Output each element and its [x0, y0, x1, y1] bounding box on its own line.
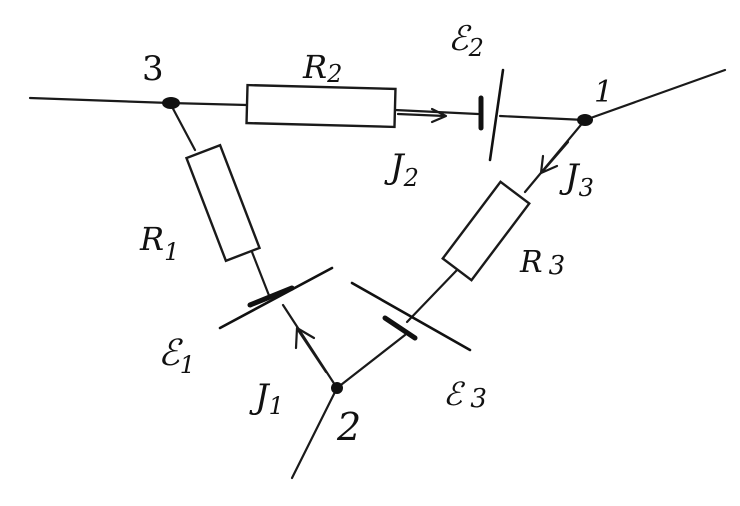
wire-r3-to-e3 — [405, 268, 459, 324]
node-3-dot — [162, 97, 180, 109]
r2-label: R2 — [302, 48, 342, 88]
current-arrow-j1 — [294, 326, 328, 374]
node-2-dot — [331, 382, 343, 394]
j1-label: J1 — [249, 377, 284, 420]
battery-e3 — [350, 281, 472, 352]
e1-label: ℰ1 — [158, 333, 195, 379]
resistor-r2 — [245, 83, 397, 129]
battery-e2 — [478, 68, 505, 162]
wire-3-to-r2 — [168, 101, 249, 107]
node-2-label: 2 — [336, 405, 361, 449]
node-1-label: 1 — [594, 75, 613, 110]
lead-wire-bottom — [290, 386, 339, 480]
wire-e2-to-1 — [498, 114, 587, 122]
resistor-r3 — [441, 180, 531, 282]
node-1-dot — [577, 114, 593, 126]
wire-e3-to-2 — [335, 333, 407, 390]
wire-3-to-r1 — [168, 101, 197, 152]
j2-label: J2 — [384, 147, 419, 192]
j3-label: J3 — [559, 157, 594, 202]
e2-label: ℰ2 — [448, 19, 484, 62]
current-arrow-j2 — [396, 107, 448, 124]
lead-wire-right — [583, 68, 727, 122]
wire-r1-to-e1 — [250, 250, 272, 300]
lead-wire-left — [28, 96, 172, 105]
resistor-r1 — [184, 143, 262, 263]
current-arrow-j3 — [539, 140, 570, 175]
node-3-label: 3 — [142, 49, 164, 89]
r1-label: R1 — [139, 220, 179, 266]
battery-e1 — [218, 266, 334, 330]
